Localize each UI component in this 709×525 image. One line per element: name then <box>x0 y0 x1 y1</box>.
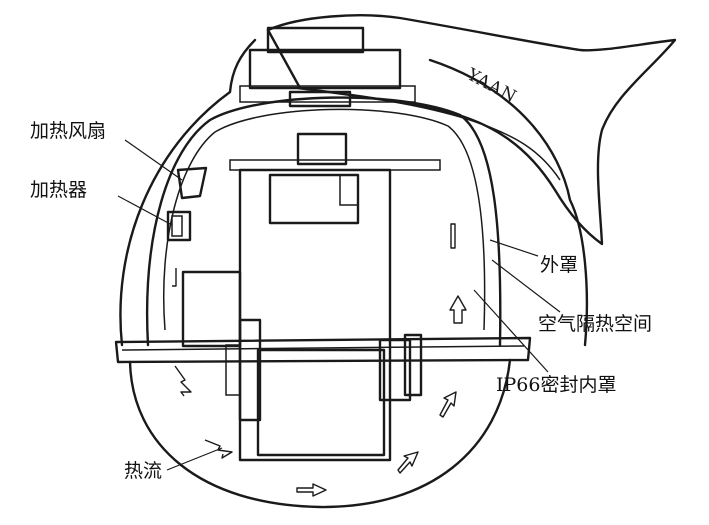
heater-fan-shape <box>176 166 208 200</box>
heat-flow-arrow <box>204 439 233 459</box>
camera-module <box>181 159 441 462</box>
heater-shape <box>166 210 192 242</box>
label-heater-fan: 加热风扇 <box>30 120 107 142</box>
heat-flow-arrow <box>450 223 456 249</box>
heat-flow-arrow <box>174 365 192 397</box>
label-ip66-sealed-inner-cover: IP66密封内罩 <box>496 374 617 396</box>
heat-flow-arrow <box>449 295 467 324</box>
heat-flow-arrow <box>172 268 177 287</box>
heat-flow-arrows <box>172 223 467 497</box>
label-heat-flow: 热流 <box>124 460 163 482</box>
heat-flow-arrow <box>439 391 457 418</box>
label-outer-cover: 外罩 <box>540 254 579 276</box>
leader-lines <box>117 139 561 471</box>
outer-cover-outline <box>119 38 589 347</box>
neck-assembly <box>239 26 416 166</box>
brand-text: YAAN <box>463 64 520 107</box>
label-heater: 加热器 <box>30 179 88 201</box>
lower-dome-bubble <box>128 358 512 509</box>
label-air-insulation-space: 空气隔热空间 <box>538 313 653 335</box>
heat-flow-arrow <box>296 483 327 497</box>
heat-flow-arrow <box>397 451 419 474</box>
ip66-inner-cover-outline <box>146 96 502 347</box>
